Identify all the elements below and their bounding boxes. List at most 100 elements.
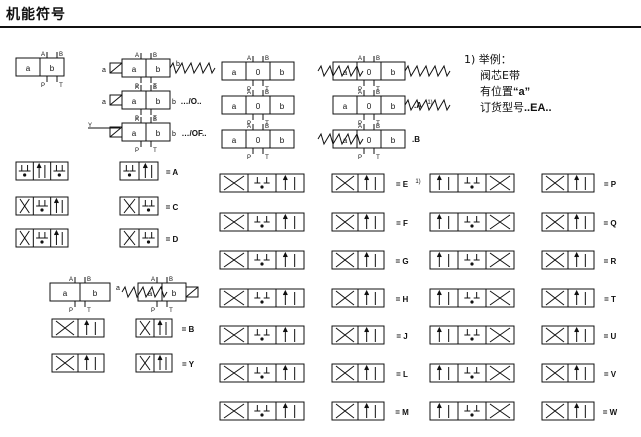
spool-symbol (219, 173, 305, 193)
spool-code-label: = E (396, 180, 409, 189)
spool-symbol (219, 363, 305, 383)
note-line-4-code: ..EA.. (524, 102, 552, 114)
port-a-label: A (135, 117, 139, 123)
spool-code-label: = P (604, 180, 617, 189)
port-p-label: P (135, 148, 139, 154)
junction-dot-icon (260, 262, 264, 266)
spool-symbol (219, 325, 305, 345)
spool-symbol (219, 401, 305, 421)
junction-dot-icon (146, 240, 151, 244)
arrow-up-icon (436, 174, 442, 181)
solenoid-a-label: a (102, 99, 106, 106)
cross-flow-icon (223, 327, 245, 343)
port-t-label: T (376, 87, 380, 93)
solenoid-icon (185, 286, 199, 298)
label-b: b (280, 102, 285, 111)
label-a: a (132, 97, 137, 106)
solenoid-a-label: a (102, 67, 106, 74)
solenoid-b-label: b (176, 61, 180, 68)
port-t-label: T (265, 155, 269, 161)
junction-dot-icon (40, 208, 44, 212)
junction-dot-icon (470, 375, 474, 379)
note-line-2: 阀芯E带 (480, 69, 520, 82)
note-line-1: 1) 举例： (464, 52, 552, 68)
cross-flow-icon (335, 365, 355, 381)
port-t-label: T (265, 121, 269, 127)
cross-flow-icon (223, 252, 245, 268)
label-zero: 0 (256, 136, 261, 145)
cross-flow-icon (335, 175, 355, 191)
cross-flow-icon (545, 175, 565, 191)
spool-code-label: = J (396, 332, 407, 341)
spool-symbol (429, 212, 515, 232)
port-t-label: T (153, 84, 157, 90)
arrow-up-icon (574, 289, 580, 296)
port-p-label: P (358, 87, 362, 93)
suffix-o-label: …/O.. (181, 97, 202, 106)
arrow-up-icon (282, 289, 288, 296)
cross-flow-icon (545, 214, 565, 230)
spool-code-label: = C (166, 203, 179, 212)
spring-icon (404, 64, 451, 78)
label-a: a (343, 68, 348, 77)
spring-icon (317, 64, 364, 78)
spool-code-label: = D (166, 235, 179, 244)
label-b: b (391, 68, 396, 77)
port-b-label: B (265, 56, 269, 62)
detent-y-label: Y (88, 123, 92, 129)
junction-dot-icon (260, 185, 264, 189)
cross-flow-icon (335, 290, 355, 306)
arrow-up-icon (282, 326, 288, 333)
note-line-4: 订货型号..EA.. (464, 100, 552, 116)
label-a: a (132, 129, 137, 138)
cross-flow-icon (223, 214, 245, 230)
arrow-up-icon (364, 174, 370, 181)
port-t-label: T (153, 116, 157, 122)
port-t-label: T (376, 121, 380, 127)
note-line-3: 有位置“a” (464, 84, 552, 100)
junction-dot-icon (260, 224, 264, 228)
label-b: b (156, 129, 161, 138)
junction-dot-icon (260, 413, 264, 417)
spool-code-label: = G (395, 257, 408, 266)
port-a-label: A (358, 90, 362, 96)
label-a: a (148, 289, 153, 298)
port-a-label: A (358, 124, 362, 130)
label-a: a (232, 102, 237, 111)
arrow-up-icon (574, 213, 580, 220)
spool-symbol (15, 228, 69, 248)
port-p-label: P (135, 84, 139, 90)
label-b: b (93, 289, 98, 298)
spool-code-label: = Y (182, 360, 195, 369)
label-a: a (343, 136, 348, 145)
port-a-label: A (247, 56, 251, 62)
cross-flow-icon (55, 355, 75, 371)
junction-dot-icon (470, 262, 474, 266)
arrow-up-icon (364, 213, 370, 220)
junction-dot-icon (146, 208, 151, 212)
spring-icon (169, 61, 216, 75)
port-p-label: P (151, 308, 155, 314)
arrow-up-icon (436, 326, 442, 333)
port-a-label: A (247, 90, 251, 96)
cross-flow-icon (335, 214, 355, 230)
spool-symbol (429, 363, 515, 383)
cross-flow-icon (19, 198, 30, 214)
spring-icon (404, 98, 451, 112)
arrow-up-icon (574, 174, 580, 181)
label-b: b (391, 102, 396, 111)
junction-dot-icon (260, 337, 264, 341)
spool-symbol (429, 250, 515, 270)
spool-symbol (15, 161, 69, 181)
label-a: a (232, 136, 237, 145)
port-p-label: P (247, 155, 251, 161)
spool-code-label: = Q (603, 219, 616, 228)
spool-symbol (429, 325, 515, 345)
label-b: b (156, 65, 161, 74)
spool-code-label: = U (604, 332, 617, 341)
spool-code-label: = M (395, 408, 409, 417)
spool-code-label: = H (396, 295, 409, 304)
